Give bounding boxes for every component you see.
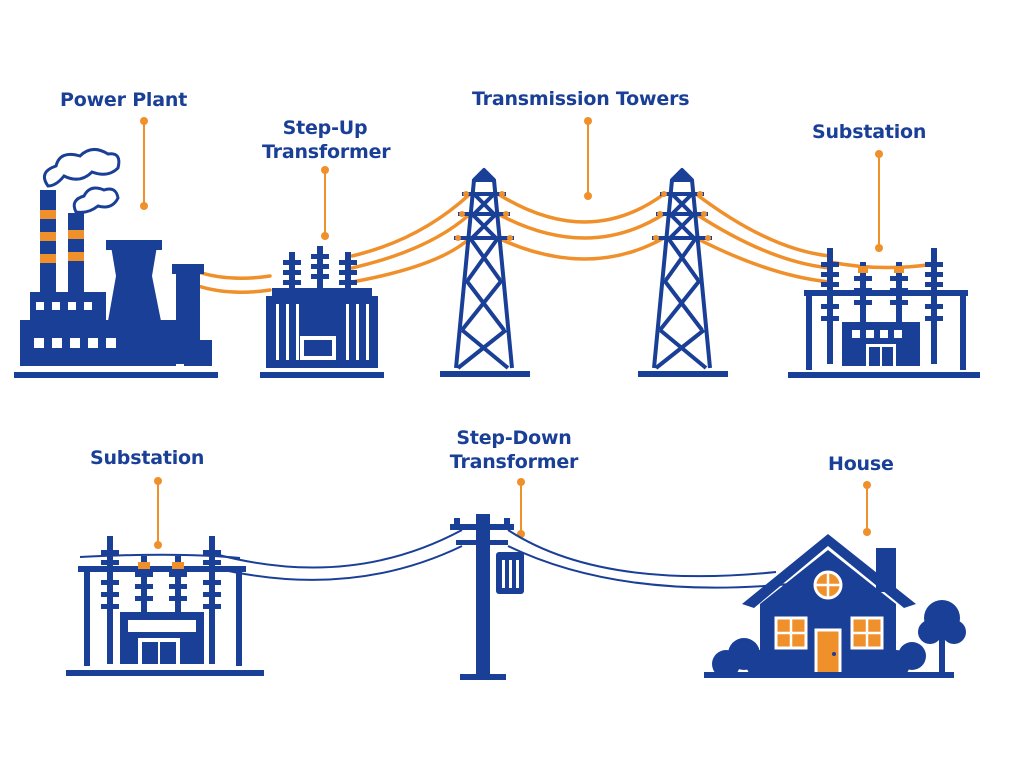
house-icon xyxy=(704,534,954,678)
step-up-transformer-icon xyxy=(260,246,384,378)
step-up-transformer-label: Step-Up Transformer xyxy=(262,117,391,163)
substation-icon xyxy=(788,248,980,378)
transmission-wires xyxy=(196,192,937,294)
utility-pole-icon xyxy=(450,514,524,680)
transmission-towers-label: Transmission Towers xyxy=(472,88,690,110)
substation-icon xyxy=(66,536,264,676)
transmission-tower-icon xyxy=(638,168,728,377)
house-label: House xyxy=(828,453,894,475)
power-plant-label: Power Plant xyxy=(60,89,188,111)
tree-icon xyxy=(918,600,966,674)
distribution-wires xyxy=(79,529,791,589)
substation-top-label: Substation xyxy=(812,121,927,143)
step-down-transformer-label: Step-Down Transformer xyxy=(449,427,579,473)
power-plant-icon xyxy=(14,148,218,378)
substation-bottom-label: Substation xyxy=(90,447,205,469)
transmission-tower-icon xyxy=(440,168,530,377)
